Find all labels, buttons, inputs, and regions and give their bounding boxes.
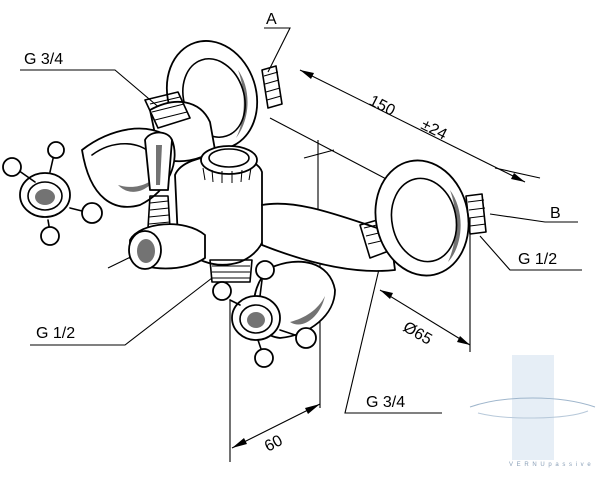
- dim-150-line: [299, 69, 526, 183]
- dim-centre-distance: 150: [366, 92, 398, 119]
- dim-diameter-arrow-end: [457, 336, 470, 345]
- label-thread-g12-left: G 1/2: [36, 325, 75, 342]
- handle-left: [2, 141, 103, 246]
- dim-diameter-line: [379, 289, 471, 346]
- leader-g12-right: [479, 235, 582, 271]
- dim-60-arrow-end: [305, 404, 320, 414]
- diverter-lever: [144, 131, 173, 229]
- label-a: A: [266, 11, 277, 28]
- leader-g34-bottom: [344, 247, 442, 414]
- dim-150-arrow-start: [300, 70, 314, 79]
- leader-a: [264, 27, 291, 73]
- leader-b: [489, 213, 578, 223]
- centre-cross: [303, 149, 335, 159]
- dim-flange-diameter: Ø65: [400, 319, 435, 349]
- dim-60-arrow-start: [232, 438, 247, 448]
- label-thread-g34-top: G 3/4: [24, 51, 63, 68]
- leader-g12-left: [30, 277, 213, 346]
- dim-150-extension-right: [494, 167, 541, 179]
- tap-body: [2, 40, 487, 368]
- label-b: B: [550, 205, 561, 222]
- label-thread-g34-bottom: G 3/4: [366, 394, 405, 411]
- handle-right: [212, 260, 317, 368]
- dim-150-arrow-end: [511, 173, 525, 182]
- watermark-panel: [512, 355, 554, 460]
- watermark-arc: [469, 397, 596, 408]
- dim-150-extension: [269, 117, 393, 183]
- watermark: V E R N U p a s s i v e: [469, 355, 596, 468]
- watermark-arc-lower: [477, 410, 589, 419]
- wall-flange-b: [374, 159, 487, 277]
- dim-60-line: [231, 403, 321, 449]
- dim-centre-tolerance: ±24: [418, 116, 449, 143]
- label-thread-g12-right: G 1/2: [518, 251, 557, 268]
- dim-diameter-arrow-start: [380, 290, 393, 299]
- watermark-text: V E R N U p a s s i v e: [509, 462, 592, 468]
- dim-depth: 60: [262, 432, 286, 455]
